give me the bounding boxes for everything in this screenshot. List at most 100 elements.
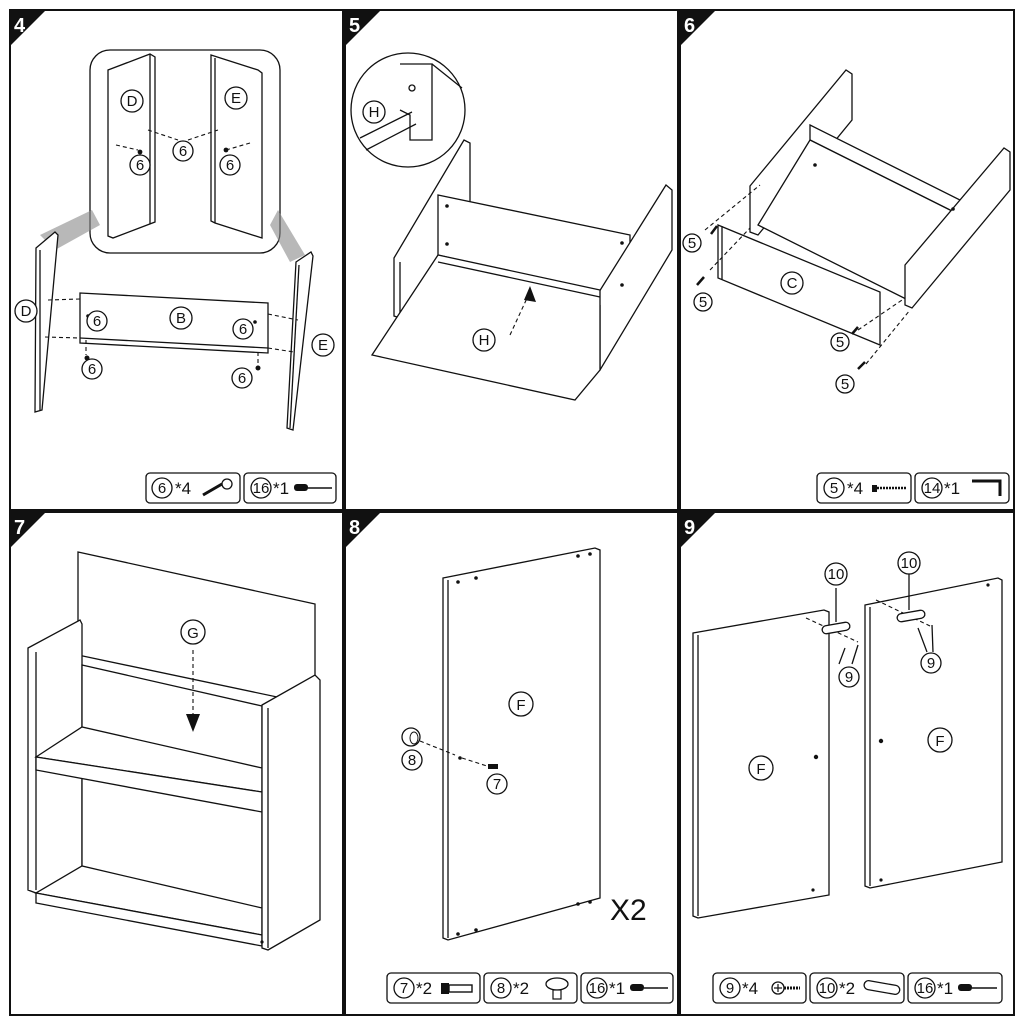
label-panel-e: E	[311, 333, 335, 357]
label-panel-c: C	[780, 271, 804, 295]
label-part-5: 5	[835, 374, 855, 394]
svg-text:C: C	[787, 275, 798, 292]
svg-text:9: 9	[927, 655, 935, 672]
label-part-7: 7	[486, 773, 508, 795]
label-panel-b: B	[169, 306, 193, 330]
step-number: 8	[349, 517, 360, 539]
step-7-panel: 7 G	[9, 511, 344, 1016]
step-4-panel: 4 D E 6 6 6	[9, 9, 344, 511]
svg-text:5: 5	[841, 376, 849, 393]
svg-text:*4: *4	[742, 979, 758, 998]
svg-text:*1: *1	[273, 479, 289, 498]
svg-text:*1: *1	[944, 479, 960, 498]
svg-text:*2: *2	[416, 979, 432, 998]
svg-text:10: 10	[901, 555, 918, 572]
svg-text:D: D	[21, 303, 32, 320]
svg-text:8: 8	[497, 980, 505, 997]
right-side-panel	[904, 147, 1011, 309]
panel-d	[34, 231, 59, 413]
part-box-6: 6 *4	[145, 472, 241, 504]
svg-text:*1: *1	[937, 979, 953, 998]
screwdriver-icon	[630, 984, 668, 991]
label-panel-h: H	[472, 328, 496, 352]
knob	[401, 727, 421, 747]
part-box-16: 16 *1	[580, 972, 674, 1004]
label-part-6: 6	[81, 358, 103, 380]
svg-text:6: 6	[158, 480, 166, 497]
svg-text:7: 7	[493, 776, 501, 793]
step-number: 4	[14, 15, 26, 37]
svg-text:6: 6	[239, 321, 247, 338]
svg-text:H: H	[479, 332, 490, 349]
knob-icon	[545, 977, 569, 1000]
svg-text:F: F	[756, 761, 765, 778]
svg-text:8: 8	[408, 752, 416, 769]
part-box-7: 7 *2	[386, 972, 481, 1004]
label-panel-f: F	[748, 755, 774, 781]
label-part-9: 9	[920, 652, 942, 674]
svg-text:F: F	[935, 733, 944, 750]
left-side-panel	[749, 69, 853, 236]
svg-text:6: 6	[88, 361, 96, 378]
label-panel-h-detail: H	[362, 100, 386, 124]
step-number: 7	[14, 517, 25, 539]
part-box-8: 8 *2	[483, 972, 578, 1004]
svg-text:D: D	[127, 93, 138, 110]
svg-text:F: F	[516, 697, 525, 714]
svg-text:9: 9	[845, 669, 853, 686]
svg-text:*4: *4	[175, 479, 191, 498]
hinge	[896, 609, 926, 623]
label-part-6: 6	[172, 140, 194, 162]
svg-text:10: 10	[819, 980, 836, 997]
svg-text:*1: *1	[609, 979, 625, 998]
panel-e	[286, 251, 314, 431]
label-panel-d-inset: D	[120, 89, 144, 113]
svg-text:5: 5	[688, 235, 696, 252]
svg-text:E: E	[318, 337, 328, 354]
svg-text:16: 16	[917, 980, 934, 997]
svg-text:E: E	[231, 90, 241, 107]
svg-text:G: G	[187, 625, 199, 642]
svg-text:*4: *4	[847, 479, 863, 498]
step-number: 6	[684, 15, 695, 37]
svg-text:6: 6	[226, 157, 234, 174]
step-6-panel: 6 C 5 5 5 5 5 *4 14	[679, 9, 1015, 511]
bottom-panel-h	[370, 254, 601, 401]
label-part-8: 8	[401, 749, 423, 771]
label-panel-f: F	[927, 727, 953, 753]
svg-text:B: B	[176, 310, 186, 327]
label-panel-d: D	[14, 299, 38, 323]
part-box-14: 14 *1	[914, 472, 1010, 504]
part-box-10: 10 *2	[809, 972, 905, 1004]
hinge	[821, 621, 851, 635]
label-part-5: 5	[682, 233, 702, 253]
label-part-5: 5	[693, 292, 713, 312]
svg-text:10: 10	[828, 566, 845, 583]
label-panel-e-inset: E	[224, 86, 248, 110]
step-9-panel: 9 10 10 9 9 F F 9 *4	[679, 511, 1015, 1016]
svg-text:*2: *2	[513, 979, 529, 998]
right-side-panel	[261, 674, 321, 951]
label-part-5: 5	[830, 332, 850, 352]
screwdriver-icon	[958, 984, 997, 991]
label-part-6: 6	[231, 367, 253, 389]
label-part-6: 6	[86, 310, 108, 332]
svg-text:16: 16	[253, 480, 270, 497]
step-5-panel: 5 H H	[344, 9, 679, 511]
part-box-5: 5 *4	[816, 472, 912, 504]
hinge-screw-icon	[771, 981, 800, 995]
cam-lock-dowel-icon	[202, 478, 233, 497]
step-number: 9	[684, 517, 695, 539]
door-panel-f	[442, 547, 601, 941]
part-box-16: 16 *1	[243, 472, 337, 504]
detail-magnifier	[350, 52, 466, 168]
svg-text:5: 5	[830, 480, 838, 497]
svg-text:16: 16	[589, 980, 606, 997]
label-part-6: 6	[129, 154, 151, 176]
label-panel-f: F	[508, 691, 534, 717]
svg-text:5: 5	[699, 294, 707, 311]
quantity-multiplier: X2	[610, 894, 647, 927]
step-8-panel: 8 8 7 F X2 7 *2 8 *2	[344, 511, 679, 1016]
label-part-6: 6	[232, 318, 254, 340]
